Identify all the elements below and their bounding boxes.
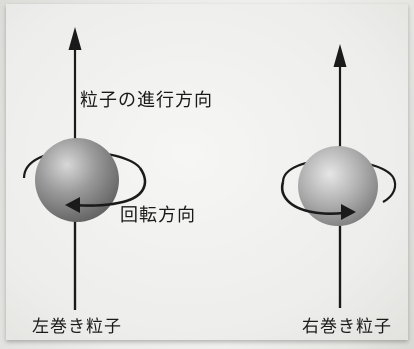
left-handed-particle-label: 左巻き粒子 <box>32 317 122 337</box>
rotation-direction-label: 回転方向 <box>120 205 196 226</box>
right-rotation-arrow <box>280 181 345 215</box>
right-travel-arrowhead <box>333 44 347 67</box>
right-sphere <box>298 146 378 226</box>
left-rotation-arrow <box>75 167 147 207</box>
left-handed-particle <box>22 27 147 310</box>
left-rotation-arrowhead <box>65 197 80 213</box>
direction-of-travel-label: 粒子の進行方向 <box>80 90 213 111</box>
left-travel-arrowhead <box>68 27 82 50</box>
right-rotation-arrowhead <box>341 204 356 220</box>
right-handed-particle-label: 右巻き粒子 <box>302 317 392 337</box>
left-sphere <box>35 138 119 222</box>
right-handed-particle <box>280 44 397 308</box>
right-rotation-ring-side <box>382 176 397 203</box>
